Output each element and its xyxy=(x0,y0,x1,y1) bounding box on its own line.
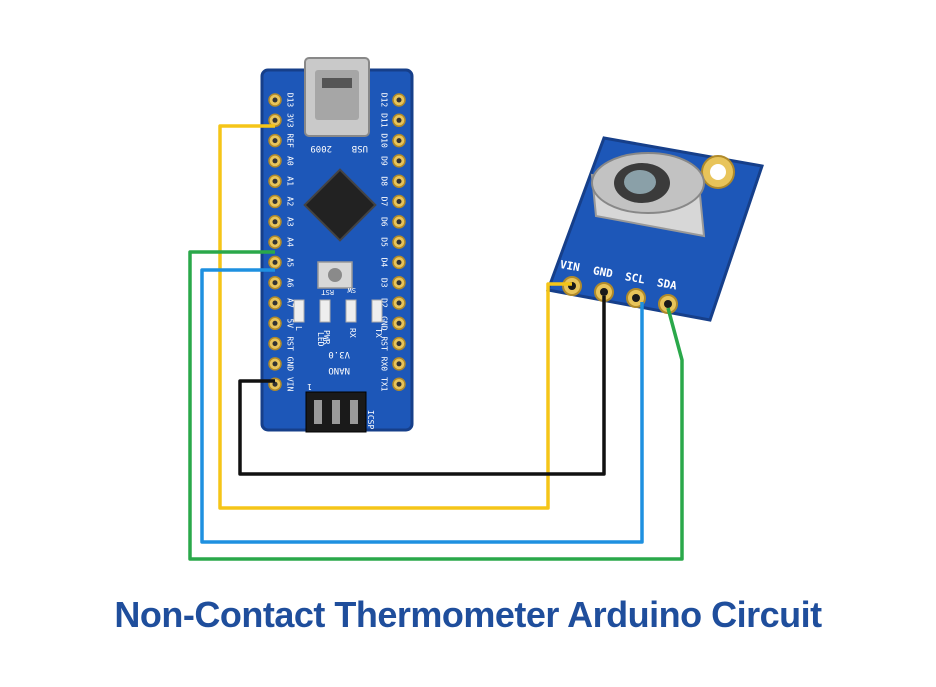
nano-pin-label: D12 xyxy=(380,93,389,108)
nano-led-caption: LED xyxy=(316,332,325,347)
temperature-sensor-module: VIN GND SCL SDA xyxy=(545,136,764,322)
nano-rst-button-label: RST xyxy=(321,288,334,296)
diagram-title: Non-Contact Thermometer Arduino Circuit xyxy=(114,594,822,635)
sensor-pin-label-gnd: GND xyxy=(592,264,614,280)
nano-pin-label: A2 xyxy=(286,197,295,207)
nano-pin-hole xyxy=(272,158,278,164)
nano-led-label-tx: TX xyxy=(374,328,383,338)
nano-pin-hole xyxy=(272,138,278,144)
wire-3v3-to-vin xyxy=(218,124,572,510)
nano-pin-hole xyxy=(272,117,278,123)
nano-led-label-rx: RX xyxy=(348,328,357,338)
nano-pin-label: GND xyxy=(286,357,295,372)
sensor-pin-label-vin: VIN xyxy=(559,258,581,274)
nano-icsp-label: ICSP xyxy=(366,410,375,429)
nano-led-label-l: L xyxy=(294,326,303,331)
nano-pin-hole xyxy=(272,341,278,347)
nano-pin-label: D9 xyxy=(380,156,389,166)
nano-pin-hole xyxy=(396,199,402,204)
nano-pin-hole xyxy=(272,320,278,326)
nano-pin-hole xyxy=(272,280,278,286)
nano-pin-label: A7 xyxy=(286,298,295,308)
nano-pin-hole xyxy=(396,280,402,286)
nano-pin-hole xyxy=(396,239,402,245)
nano-pin-label: D10 xyxy=(380,133,389,148)
nano-sw-label: SW xyxy=(347,286,356,294)
nano-header-label: 1 xyxy=(307,382,312,391)
nano-pin-label: D2 xyxy=(380,298,389,308)
nano-pin-hole xyxy=(396,178,402,184)
nano-pin-label: 3V3 xyxy=(286,113,295,128)
nano-usb-label: USB xyxy=(352,143,368,153)
nano-pin-label: D6 xyxy=(380,217,389,227)
nano-pin-label: D3 xyxy=(380,278,389,288)
nano-pin-label: RST xyxy=(380,336,389,351)
nano-pin-hole xyxy=(396,158,402,164)
nano-pin-label: TX1 xyxy=(380,377,389,392)
nano-name-label: NANO xyxy=(328,365,350,375)
nano-pin-hole xyxy=(396,117,402,123)
nano-pin-hole xyxy=(396,300,402,306)
status-leds xyxy=(293,299,383,323)
nano-pin-hole xyxy=(272,239,278,245)
nano-pin-hole xyxy=(272,300,278,306)
usb-connector xyxy=(304,57,370,137)
nano-pin-label: D4 xyxy=(380,258,389,268)
nano-pin-label: GND xyxy=(380,316,389,331)
icsp-header xyxy=(305,391,367,433)
nano-pin-hole xyxy=(396,341,402,347)
nano-pin-label: A5 xyxy=(286,258,295,268)
nano-pin-hole xyxy=(396,219,402,225)
nano-pin-hole xyxy=(272,97,278,103)
nano-pin-hole xyxy=(396,138,402,144)
wire-gnd-to-gnd xyxy=(238,296,606,476)
nano-pin-label: A6 xyxy=(286,278,295,288)
nano-pin-label: A4 xyxy=(286,237,295,247)
nano-version-label: V3.0 xyxy=(328,349,350,359)
nano-pin-label: D11 xyxy=(380,113,389,128)
nano-pin-hole xyxy=(272,178,278,184)
nano-year-label: 2009 xyxy=(310,143,332,153)
nano-pin-hole xyxy=(396,259,402,265)
atmega-chip xyxy=(303,168,377,242)
nano-pin-hole xyxy=(396,320,402,326)
reset-button xyxy=(317,261,353,289)
nano-pin-label: D13 xyxy=(286,93,295,108)
nano-pin-label: RX0 xyxy=(380,357,389,372)
nano-pin-label: VIN xyxy=(286,377,295,392)
nano-pin-label: A3 xyxy=(286,217,295,227)
nano-pin-hole xyxy=(396,361,402,367)
nano-pin-hole xyxy=(272,259,278,265)
nano-pin-hole xyxy=(396,97,402,103)
nano-pin-hole xyxy=(272,361,278,367)
nano-pin-label: D5 xyxy=(380,237,389,247)
nano-pin-label: REF xyxy=(286,133,295,148)
wires xyxy=(188,124,684,561)
nano-pin-hole xyxy=(272,199,278,204)
nano-pin-label: RST xyxy=(286,336,295,351)
sensor-pin-label-scl: SCL xyxy=(624,270,646,286)
nano-led-label-pwr: PWR xyxy=(322,330,331,345)
nano-pin-hole xyxy=(272,219,278,225)
nano-pin-hole xyxy=(272,381,278,387)
wire-a5-to-scl xyxy=(200,268,644,544)
nano-pin-label: 5V xyxy=(286,318,295,328)
nano-pin-label: D7 xyxy=(380,197,389,207)
nano-pin-label: A1 xyxy=(286,176,295,186)
ir-sensor-can xyxy=(590,152,706,238)
nano-pin-label: A0 xyxy=(286,156,295,166)
nano-pin-hole xyxy=(396,381,402,387)
wire-a4-to-sda xyxy=(188,250,684,561)
sensor-pin-label-sda: SDA xyxy=(656,276,678,292)
nano-pin-label: D8 xyxy=(380,176,389,186)
